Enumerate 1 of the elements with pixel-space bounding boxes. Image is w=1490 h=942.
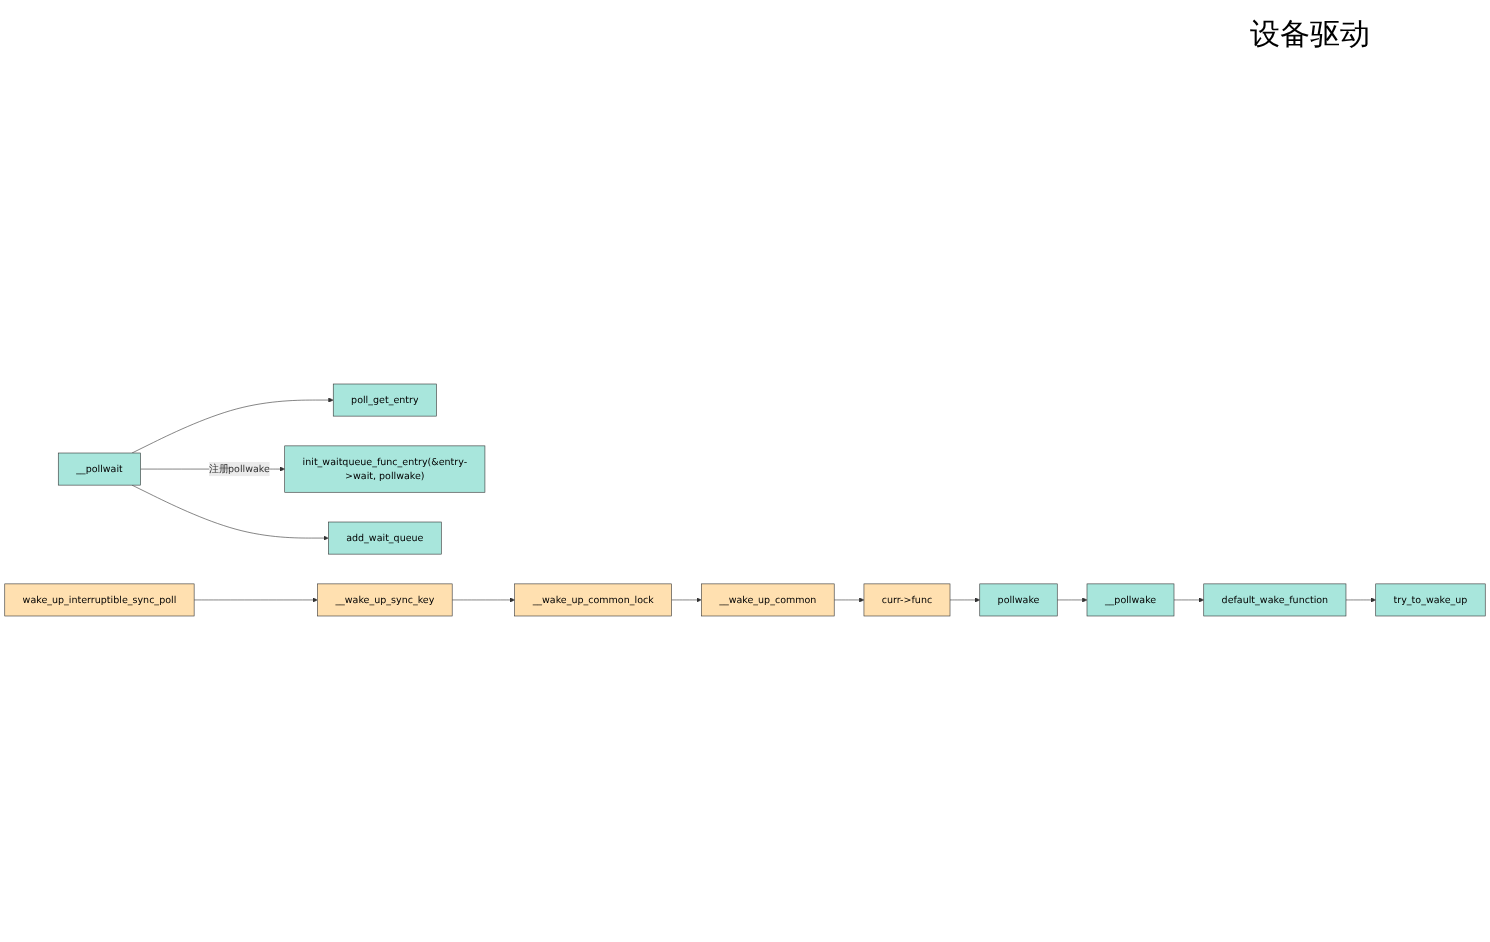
section-heading: 设备驱动 <box>1250 16 1370 54</box>
